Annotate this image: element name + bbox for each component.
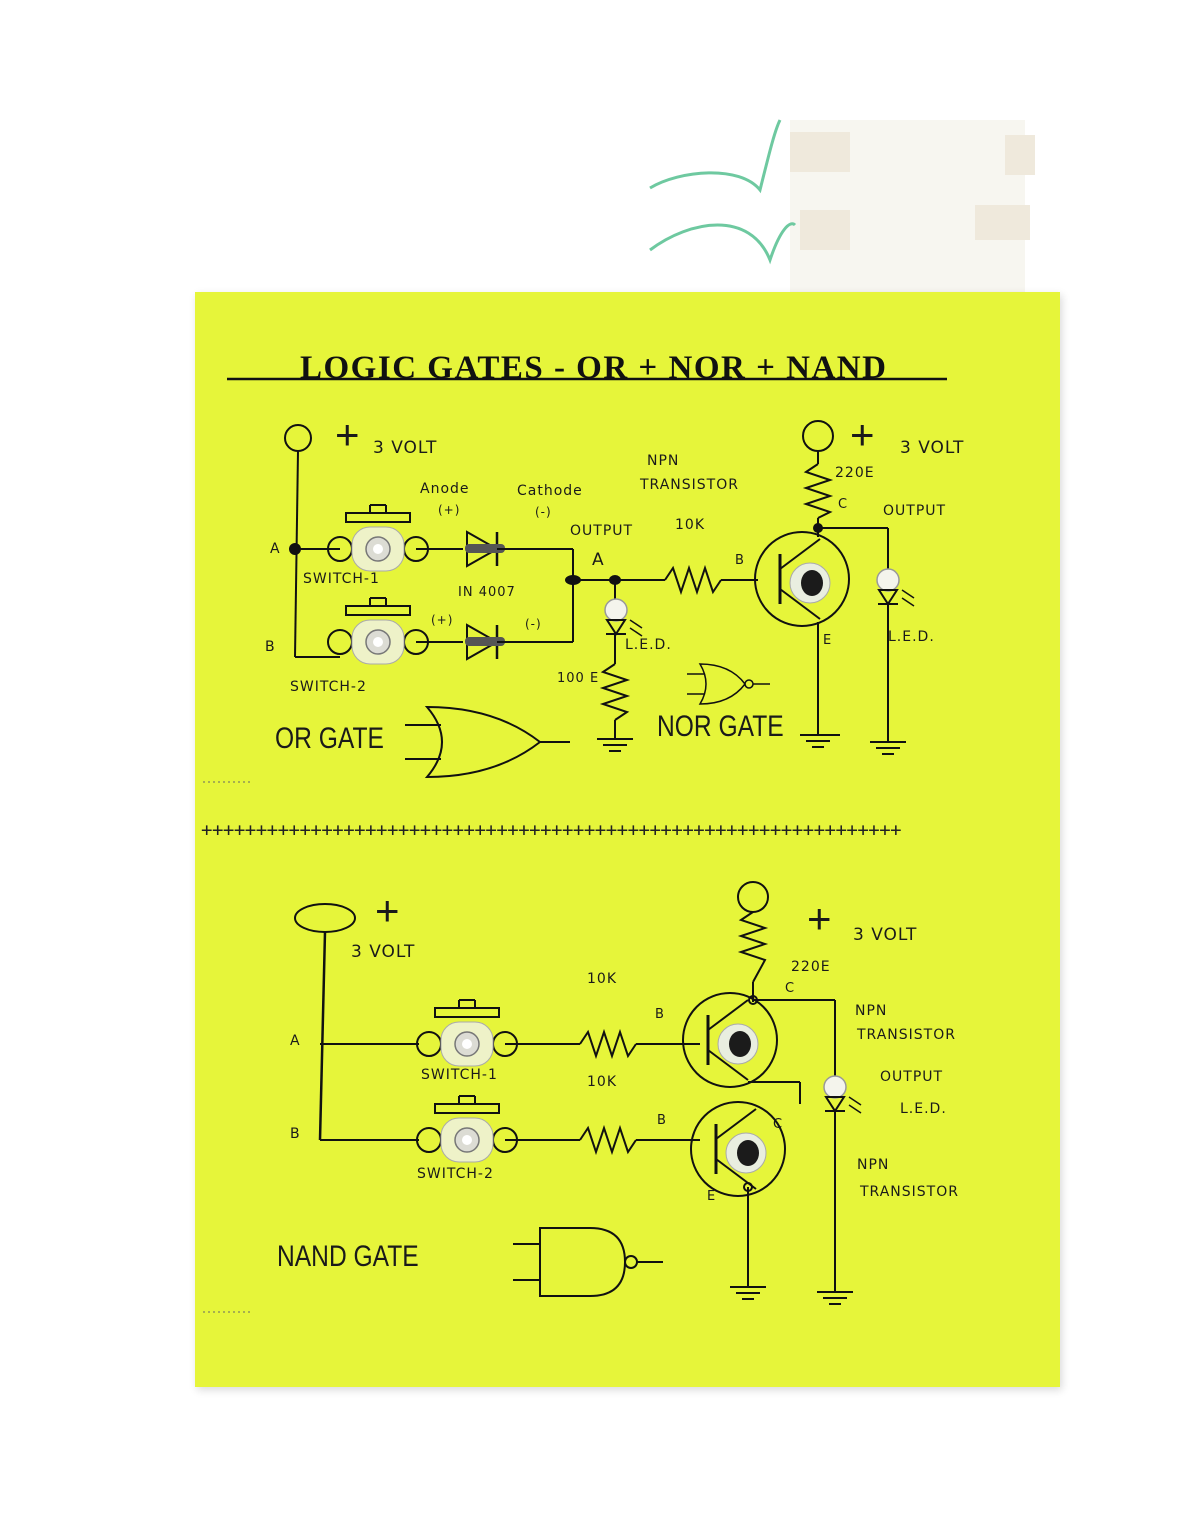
npn-transistor-or	[753, 530, 851, 628]
resistor-220e-label-nand: 220E	[791, 959, 831, 975]
resistor-220e-label: 220E	[835, 465, 875, 481]
supply-terminal-nand-right	[737, 881, 769, 913]
output-label-or: OUTPUT	[570, 523, 634, 539]
supply-label-nand-left: 3 VOLT	[351, 942, 416, 962]
page-title: LOGIC GATES - OR + NOR + NAND	[300, 350, 888, 386]
resistor-10k-label-nand-2: 10K	[587, 1074, 617, 1090]
led-nor	[876, 568, 915, 607]
switch-1-label-nand: SWITCH-1	[421, 1067, 498, 1083]
input-b-label-or: B	[265, 639, 276, 655]
or-gate-label: OR GATE	[275, 722, 384, 755]
npn-transistor-nand-2	[689, 1100, 787, 1198]
npn-transistor-nand-1	[681, 991, 779, 1089]
nand-gate-symbol	[513, 1227, 663, 1297]
switch-2-nand[interactable]	[416, 1095, 518, 1163]
output-node-label: A	[592, 550, 605, 570]
npn-label-nand-2b: TRANSISTOR	[860, 1184, 959, 1200]
npn-label-nand-1b: TRANSISTOR	[857, 1027, 956, 1043]
collector-label-nand-2: C	[773, 1117, 784, 1132]
emitter-label-nand: E	[707, 1189, 717, 1204]
ground-nand-1	[729, 1286, 767, 1300]
resistor-220e-nand	[737, 911, 769, 983]
switch-1-label-or: SWITCH-1	[303, 571, 380, 587]
diode-2	[465, 623, 505, 661]
supply-label-or-right: 3 VOLT	[900, 438, 965, 458]
npn-label-nand-1a: NPN	[855, 1003, 888, 1019]
input-b-label-nand: B	[290, 1126, 301, 1142]
resistor-10k-label-nand-1: 10K	[587, 971, 617, 987]
ground-2	[799, 734, 837, 748]
cathode-sign-2: (-)	[525, 617, 542, 631]
ground-3	[869, 741, 907, 755]
plus-sign-3: +	[375, 887, 400, 934]
collector-label-nand-1: C	[785, 981, 796, 996]
resistor-10k-nand-2	[579, 1124, 637, 1156]
collector-label-or: C	[838, 497, 849, 512]
nor-gate-symbol	[687, 663, 770, 705]
supply-terminal-left	[284, 424, 312, 452]
led-label-or: L.E.D.	[625, 637, 672, 653]
base-label-nand-1: B	[655, 1007, 665, 1022]
cathode-label: Cathode	[517, 483, 583, 499]
anode-sign-2: (+)	[431, 613, 454, 627]
diode-label: IN 4007	[458, 585, 516, 600]
supply-label-nand-right: 3 VOLT	[853, 925, 918, 945]
section-divider: ++++++++++++++++++++++++++++++++++++++++…	[201, 819, 902, 841]
nand-gate-label: NAND GATE	[277, 1240, 419, 1273]
battery-wires-photo	[649, 119, 1035, 305]
or-gate-symbol	[405, 705, 570, 779]
circuit-board: LOGIC GATES - OR + NOR + NAND + 3 VOLT +…	[195, 292, 1060, 1387]
switch-2-label-or: SWITCH-2	[290, 679, 367, 695]
switch-2-label-nand: SWITCH-2	[417, 1166, 494, 1182]
cathode-sign-1: (-)	[535, 505, 552, 519]
anode-label: Anode	[420, 481, 470, 497]
resistor-100e	[599, 663, 631, 721]
plus-sign-4: +	[807, 895, 832, 942]
base-label-or: B	[735, 553, 745, 568]
base-label-nand-2: B	[657, 1113, 667, 1128]
output-label-nor: OUTPUT	[883, 503, 947, 519]
resistor-10k-nand-1	[579, 1028, 637, 1060]
led-or	[604, 598, 643, 637]
resistor-10k-label-or: 10K	[675, 517, 705, 533]
supply-terminal-right	[802, 420, 834, 452]
anode-sign-1: (+)	[438, 503, 461, 517]
switch-2-or[interactable]	[327, 597, 429, 665]
led-nand	[823, 1075, 862, 1114]
led-label-nand: L.E.D.	[900, 1101, 947, 1117]
wire-2	[649, 222, 797, 265]
npn-label-nand-2a: NPN	[857, 1157, 890, 1173]
supply-terminal-nand-left	[294, 903, 356, 933]
wire-1	[649, 119, 782, 194]
npn-label-or-2: TRANSISTOR	[640, 477, 739, 493]
switch-1-nand[interactable]	[416, 999, 518, 1067]
resistor-100e-label: 100 E	[557, 671, 600, 686]
supply-label-or-left: 3 VOLT	[373, 438, 438, 458]
input-a-label-nand: A	[290, 1033, 301, 1049]
npn-label-or-1: NPN	[647, 453, 680, 469]
emitter-label-or: E	[823, 633, 833, 648]
plus-sign-2: +	[850, 411, 875, 458]
resistor-10k-or	[664, 564, 722, 596]
ground-1	[596, 738, 634, 752]
nor-gate-label: NOR GATE	[657, 710, 784, 743]
schematic	[203, 377, 947, 1313]
output-label-nand: OUTPUT	[880, 1069, 944, 1085]
switch-1-or[interactable]	[327, 504, 429, 572]
input-a-label-or: A	[270, 541, 281, 557]
ground-nand-2	[816, 1291, 854, 1305]
led-label-nor: L.E.D.	[888, 629, 935, 645]
plus-sign-1: +	[335, 411, 360, 458]
resistor-220e	[802, 463, 834, 519]
